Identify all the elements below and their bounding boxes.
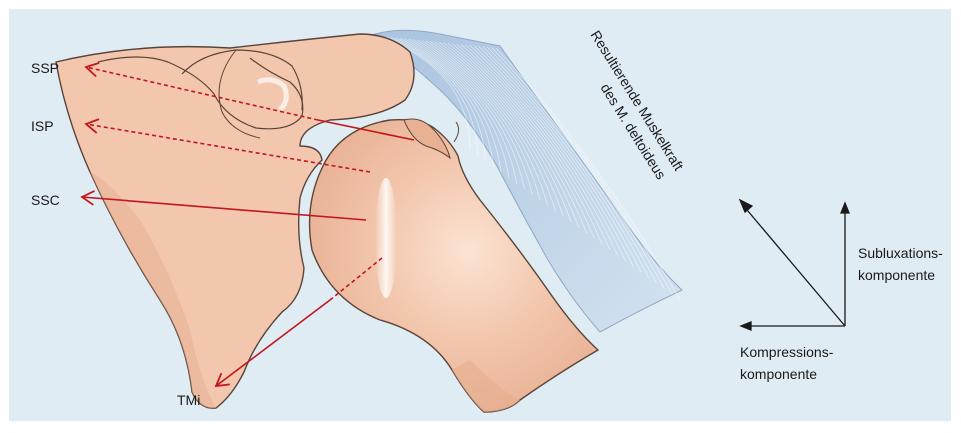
label-subluxation-line2: komponente bbox=[858, 266, 935, 284]
label-tmi: TMi bbox=[177, 391, 200, 409]
compression-arrowhead bbox=[741, 322, 751, 330]
label-ssp: SSP bbox=[31, 59, 59, 77]
label-compression-line2: komponente bbox=[740, 365, 817, 383]
label-compression-line1: Kompressions- bbox=[740, 343, 833, 361]
subluxation-arrowhead bbox=[841, 203, 849, 213]
label-subluxation-line1: Subluxations- bbox=[858, 244, 943, 262]
vector-decomposition bbox=[740, 200, 849, 330]
label-ssc: SSC bbox=[31, 191, 60, 209]
resultant-arrowhead bbox=[740, 200, 752, 212]
resultant-vector-arrow bbox=[742, 204, 845, 326]
label-isp: ISP bbox=[31, 117, 54, 135]
